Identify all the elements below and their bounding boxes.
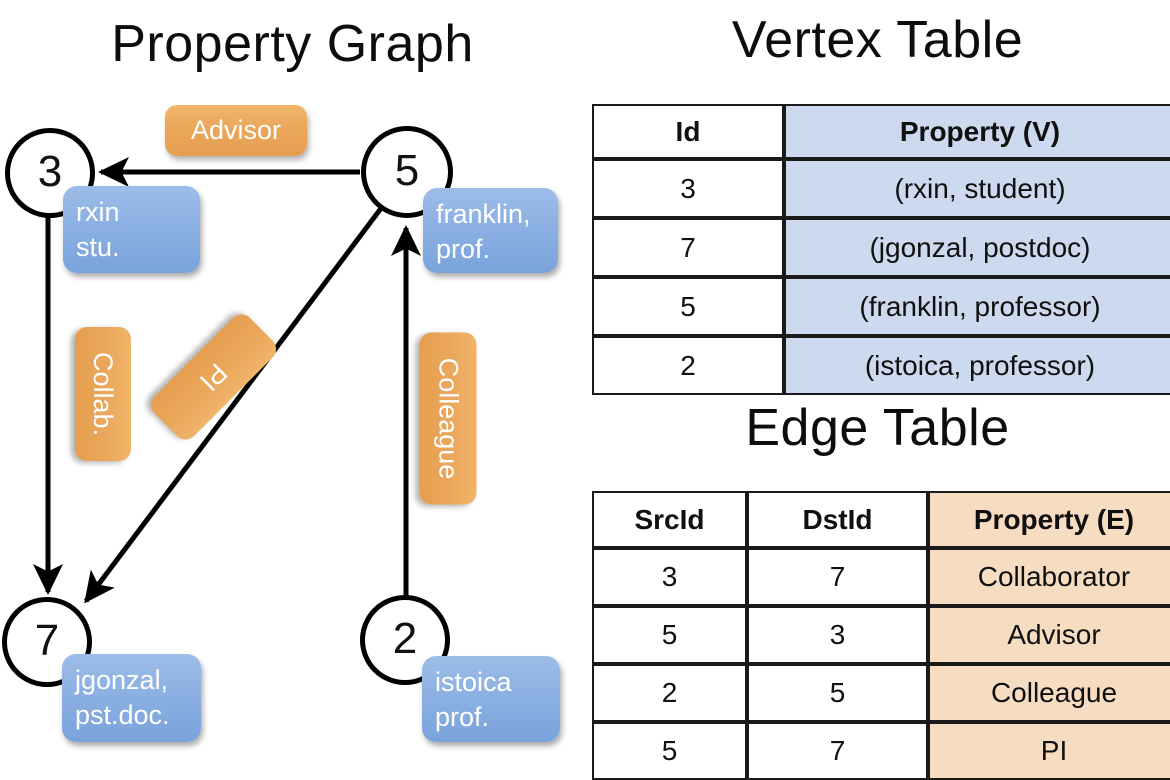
graph-node-2-label: 2 — [392, 614, 418, 663]
edge-header-srcid: SrcId — [592, 491, 747, 548]
vertex-cell-property: (franklin, professor) — [784, 277, 1170, 336]
edge-header-dstid: DstId — [747, 491, 928, 548]
node-property-box-jgonzal: jgonzal, pst.doc. — [62, 654, 201, 742]
edge-cell-srcid: 3 — [592, 548, 747, 606]
node-property-line: pst.doc. — [75, 700, 170, 730]
edge-table-title: Edge Table — [745, 399, 1010, 457]
table-row: 3 (rxin, student) — [592, 159, 1170, 218]
edge-table: SrcId DstId Property (E) 3 7 Collaborato… — [592, 491, 1170, 780]
table-row: 2 (istoica, professor) — [592, 336, 1170, 395]
node-property-line: jgonzal, — [75, 665, 169, 695]
edge-cell-property: PI — [928, 722, 1170, 780]
node-property-line: istoica — [435, 667, 512, 697]
vertex-cell-id: 3 — [592, 159, 784, 218]
edge-cell-dstid: 3 — [747, 606, 928, 664]
node-property-box-rxin: rxin stu. — [63, 186, 200, 273]
vertex-header-id: Id — [592, 104, 784, 159]
vertex-header-property: Property (V) — [784, 104, 1170, 159]
table-row: 3 7 Collaborator — [592, 548, 1170, 606]
edge-cell-property: Colleague — [928, 664, 1170, 722]
node-property-line: prof. — [436, 234, 491, 264]
table-row: 7 (jgonzal, postdoc) — [592, 218, 1170, 277]
vertex-table-title: Vertex Table — [731, 11, 1024, 69]
edge-cell-srcid: 2 — [592, 664, 747, 722]
graph-node-7-label: 7 — [34, 616, 60, 665]
vertex-cell-id: 7 — [592, 218, 784, 277]
node-property-line: rxin — [76, 197, 120, 227]
edge-cell-property: Collaborator — [928, 548, 1170, 606]
node-property-line: prof. — [435, 702, 490, 732]
vertex-cell-property: (istoica, professor) — [784, 336, 1170, 395]
property-graph-title: Property Graph — [111, 15, 474, 73]
graph-node-5-label: 5 — [394, 146, 420, 195]
table-row: 5 (franklin, professor) — [592, 277, 1170, 336]
edge-cell-dstid: 7 — [747, 548, 928, 606]
node-property-box-franklin: franklin, prof. — [423, 188, 558, 273]
vertex-cell-property: (rxin, student) — [784, 159, 1170, 218]
table-row: 5 7 PI — [592, 722, 1170, 780]
table-row: 5 3 Advisor — [592, 606, 1170, 664]
node-property-box-istoica: istoica prof. — [422, 656, 560, 742]
table-row: 2 5 Colleague — [592, 664, 1170, 722]
node-property-line: stu. — [76, 232, 120, 262]
edge-cell-property: Advisor — [928, 606, 1170, 664]
vertex-table: Id Property (V) 3 (rxin, student) 7 (jgo… — [592, 104, 1170, 395]
edge-table-header-row: SrcId DstId Property (E) — [592, 491, 1170, 548]
edge-cell-srcid: 5 — [592, 606, 747, 664]
edge-label-advisor: Advisor — [165, 105, 307, 156]
edge-cell-dstid: 7 — [747, 722, 928, 780]
edge-label-colleague: Colleague — [419, 332, 477, 505]
edge-header-property: Property (E) — [928, 491, 1170, 548]
vertex-cell-id: 5 — [592, 277, 784, 336]
graph-node-2[interactable]: 2 — [360, 595, 450, 685]
edge-cell-dstid: 5 — [747, 664, 928, 722]
graph-node-3-label: 3 — [37, 147, 63, 196]
edge-arrow-5-to-7 — [84, 205, 384, 604]
vertex-table-header-row: Id Property (V) — [592, 104, 1170, 159]
graph-edges-svg — [33, 157, 421, 604]
graph-node-5[interactable]: 5 — [361, 126, 453, 218]
slide-canvas: Property Graph Vertex Table Edge Table 3… — [2, 11, 1170, 780]
node-property-line: franklin, — [436, 199, 531, 229]
vertex-cell-id: 2 — [592, 336, 784, 395]
edge-cell-srcid: 5 — [592, 722, 747, 780]
edge-label-collab: Collab. — [75, 327, 131, 461]
vertex-cell-property: (jgonzal, postdoc) — [784, 218, 1170, 277]
